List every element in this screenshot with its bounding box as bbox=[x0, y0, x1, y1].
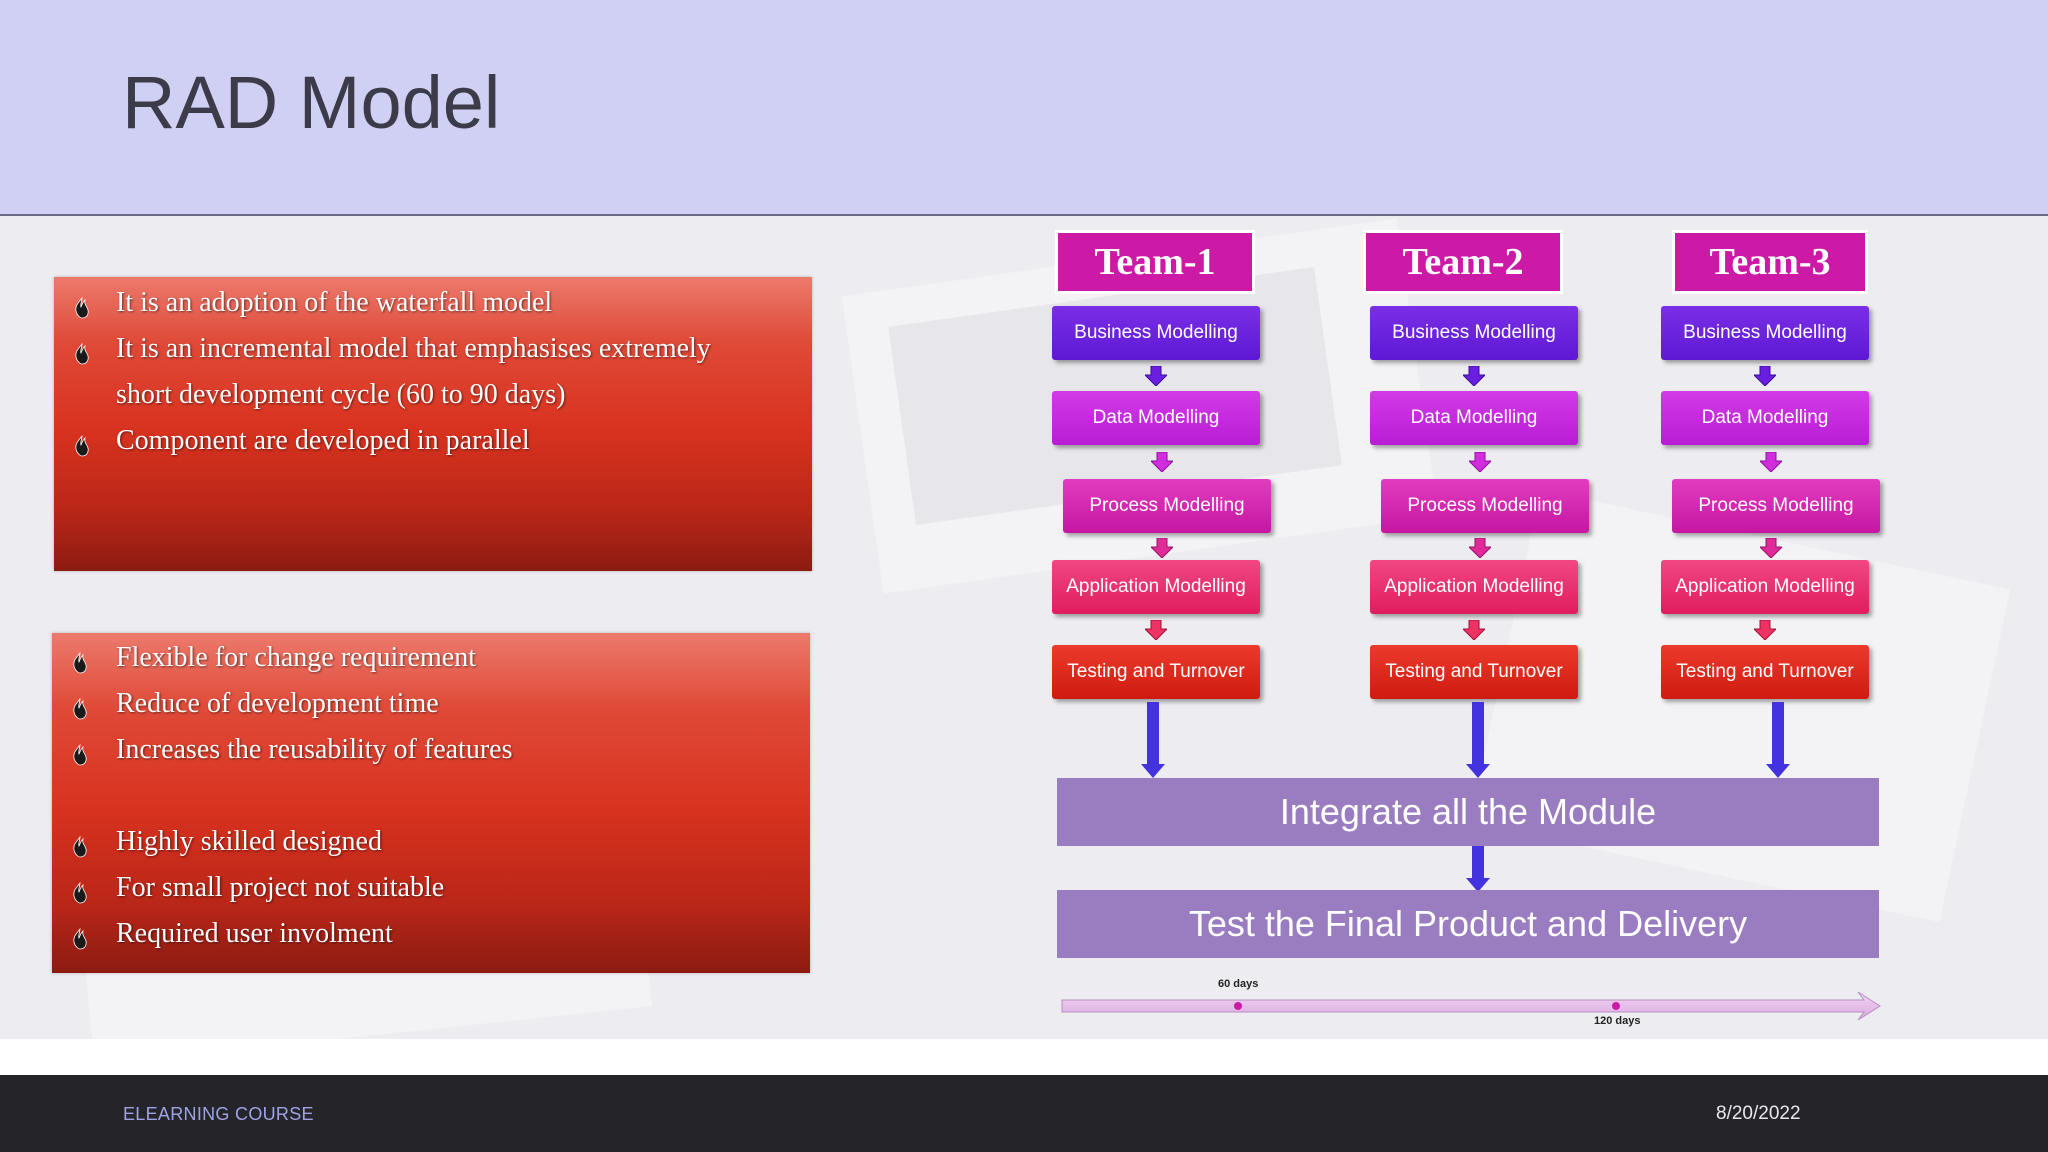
team-1-application-modelling: Application Modelling bbox=[1052, 560, 1260, 614]
timeline-label-60-days: 60 days bbox=[1218, 978, 1259, 990]
flame-bullet-icon bbox=[75, 435, 89, 457]
down-arrow-icon bbox=[1463, 366, 1485, 386]
final-test-delivery-bar: Test the Final Product and Delivery bbox=[1057, 890, 1879, 958]
timeline-label-120-days: 120 days bbox=[1594, 1015, 1641, 1027]
team-1-data-modelling: Data Modelling bbox=[1052, 391, 1260, 445]
flame-bullet-icon bbox=[75, 297, 89, 319]
integrate-modules-bar: Integrate all the Module bbox=[1057, 778, 1879, 846]
flame-bullet-icon bbox=[73, 652, 87, 674]
slide-footer: ELEARNING COURSE 8/20/2022 bbox=[0, 1075, 2048, 1152]
background-paper-shape bbox=[1469, 489, 2011, 923]
team-2-to-integration-arrow-icon bbox=[1466, 702, 1490, 778]
team-3-business-modelling: Business Modelling bbox=[1661, 306, 1869, 360]
pros-cons-box: Flexible for change requirement Reduce o… bbox=[52, 633, 810, 973]
team-1-to-integration-arrow-icon bbox=[1141, 702, 1165, 778]
team-1-testing-and-turnover: Testing and Turnover bbox=[1052, 645, 1260, 699]
team-1-header: Team-1 bbox=[1055, 230, 1255, 294]
footer-date: 8/20/2022 bbox=[1716, 1103, 1801, 1124]
down-arrow-icon bbox=[1151, 538, 1173, 558]
team-2-process-modelling: Process Modelling bbox=[1381, 479, 1589, 533]
team-2-header: Team-2 bbox=[1363, 230, 1563, 294]
bullet-text: Component are developed in parallel bbox=[116, 425, 530, 456]
team-2-application-modelling: Application Modelling bbox=[1370, 560, 1578, 614]
flame-bullet-icon bbox=[73, 928, 87, 950]
down-arrow-icon bbox=[1760, 538, 1782, 558]
team-1-business-modelling: Business Modelling bbox=[1052, 306, 1260, 360]
team-2-data-modelling: Data Modelling bbox=[1370, 391, 1578, 445]
integration-to-final-arrow-icon bbox=[1466, 846, 1490, 892]
timeline: 60 days 120 days bbox=[1058, 978, 1882, 1038]
bullet-text: Increases the reusability of features bbox=[116, 734, 513, 765]
bullet-text: Flexible for change requirement bbox=[116, 642, 476, 673]
team-3-header: Team-3 bbox=[1672, 230, 1868, 294]
down-arrow-icon bbox=[1469, 452, 1491, 472]
team-3-application-modelling: Application Modelling bbox=[1661, 560, 1869, 614]
footer-course-label: ELEARNING COURSE bbox=[123, 1104, 314, 1124]
down-arrow-icon bbox=[1754, 366, 1776, 386]
timeline-arrow-icon bbox=[1061, 991, 1881, 1021]
bullet-text: It is an incremental model that emphasis… bbox=[116, 333, 711, 364]
bullet-text: Highly skilled designed bbox=[116, 826, 382, 857]
team-3-testing-and-turnover: Testing and Turnover bbox=[1661, 645, 1869, 699]
down-arrow-icon bbox=[1151, 452, 1173, 472]
team-3-to-integration-arrow-icon bbox=[1766, 702, 1790, 778]
team-1-process-modelling: Process Modelling bbox=[1063, 479, 1271, 533]
footer-separator bbox=[0, 1039, 2048, 1075]
flame-bullet-icon bbox=[73, 882, 87, 904]
down-arrow-icon bbox=[1463, 620, 1485, 640]
bullet-text: For small project not suitable bbox=[116, 872, 445, 903]
team-2-business-modelling: Business Modelling bbox=[1370, 306, 1578, 360]
flame-bullet-icon bbox=[73, 744, 87, 766]
flame-bullet-icon bbox=[73, 836, 87, 858]
team-2-testing-and-turnover: Testing and Turnover bbox=[1370, 645, 1578, 699]
down-arrow-icon bbox=[1145, 366, 1167, 386]
slide-header: RAD Model bbox=[0, 0, 2048, 216]
down-arrow-icon bbox=[1754, 620, 1776, 640]
description-box: It is an adoption of the waterfall model… bbox=[54, 277, 812, 571]
bullet-text: Reduce of development time bbox=[116, 688, 439, 719]
down-arrow-icon bbox=[1145, 620, 1167, 640]
bullet-text-continued: short development cycle (60 to 90 days) bbox=[116, 379, 566, 410]
down-arrow-icon bbox=[1469, 538, 1491, 558]
bullet-text: It is an adoption of the waterfall model bbox=[116, 287, 553, 318]
down-arrow-icon bbox=[1760, 452, 1782, 472]
team-3-process-modelling: Process Modelling bbox=[1672, 479, 1880, 533]
slide-title: RAD Model bbox=[122, 61, 501, 144]
team-3-data-modelling: Data Modelling bbox=[1661, 391, 1869, 445]
flame-bullet-icon bbox=[73, 698, 87, 720]
flame-bullet-icon bbox=[75, 343, 89, 365]
bullet-text: Required user involment bbox=[116, 918, 393, 949]
